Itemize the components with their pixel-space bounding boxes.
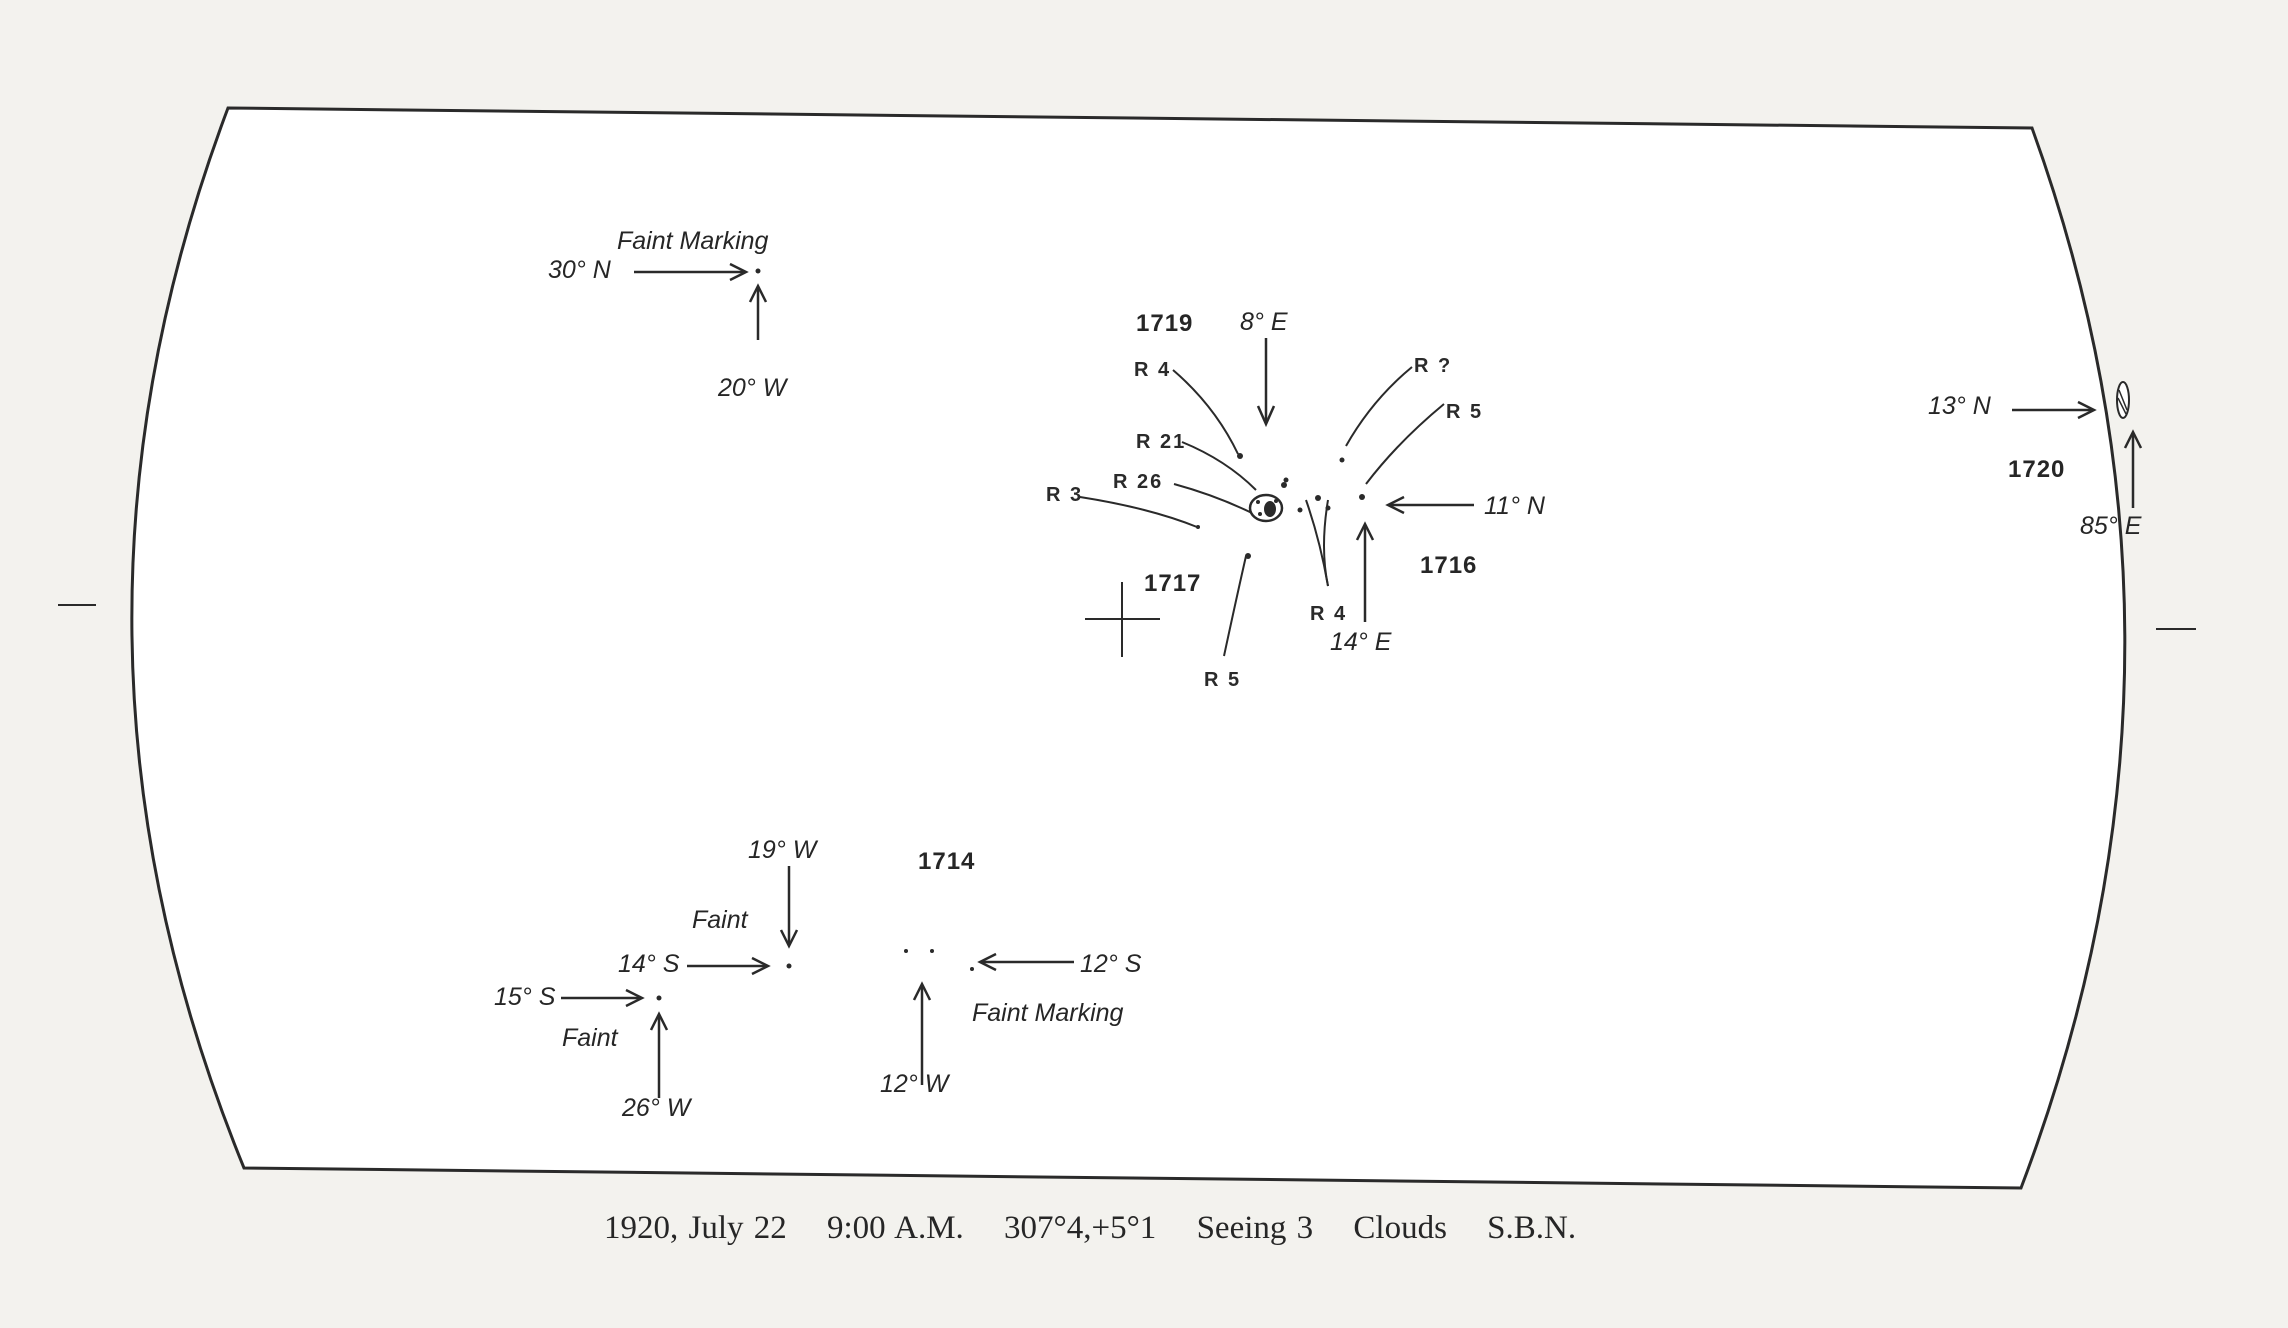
label-r5-bottom: R 5 [1204, 669, 1242, 691]
spot-1714-b [930, 949, 934, 953]
spots [656, 268, 2130, 1001]
caption-position: 307°4,+5°1 [1004, 1210, 1157, 1246]
coord-14e: 14° E [1330, 628, 1392, 656]
group-1719: 1719 [1136, 310, 1194, 337]
spot-1714-a [904, 949, 908, 953]
spot-faint-marking-top [755, 268, 761, 274]
label-r-question: R ? [1414, 355, 1453, 377]
coord-12w: 12° W [880, 1070, 949, 1098]
group-1716: 1716 [1420, 552, 1478, 579]
coord-12s: 12° S [1080, 950, 1142, 978]
spot-15s [656, 995, 662, 1001]
note-faint-2: Faint [562, 1024, 618, 1052]
spot-19w [786, 963, 792, 969]
disk-outline [130, 106, 2127, 1190]
note-faint-marking-bottom: Faint Marking [972, 999, 1124, 1027]
group-1720: 1720 [2008, 456, 2066, 483]
coord-30n: 30° N [548, 256, 611, 284]
caption-conditions: Clouds [1353, 1210, 1447, 1246]
caption-seeing: Seeing 3 [1196, 1210, 1314, 1246]
caption-observer: S.B.N. [1487, 1210, 1577, 1246]
coord-14s: 14° S [618, 950, 680, 978]
group-1714: 1714 [918, 848, 976, 875]
coord-8e: 8° E [1240, 308, 1288, 336]
note-faint-1: Faint [692, 906, 748, 934]
label-r26: R 26 [1113, 471, 1164, 493]
label-r3: R 3 [1046, 484, 1084, 506]
note-faint-marking-top: Faint Marking [617, 227, 769, 255]
coord-26w: 26° W [622, 1094, 691, 1122]
caption-time: 9:00 A.M. [827, 1210, 964, 1246]
coord-85e: 85° E [2080, 512, 2142, 540]
coord-13n: 13° N [1928, 392, 1991, 420]
spot-12s [970, 967, 974, 971]
pointer-arrows [561, 262, 2143, 1098]
coord-11n: 11° N [1484, 492, 1545, 520]
label-r4-top: R 4 [1134, 359, 1172, 381]
coord-19w: 19° W [748, 836, 817, 864]
group-1717: 1717 [1144, 570, 1202, 597]
label-r4-bottom: R 4 [1310, 603, 1348, 625]
label-r5-right: R 5 [1446, 401, 1484, 423]
coord-20w: 20° W [718, 374, 787, 402]
caption: 1920, July 22 9:00 A.M. 307°4,+5°1 Seein… [604, 1210, 1606, 1247]
center-cross [1085, 582, 1160, 657]
label-r21: R 21 [1136, 431, 1187, 453]
caption-date: 1920, July 22 [604, 1210, 787, 1246]
coord-15s: 15° S [494, 983, 556, 1011]
